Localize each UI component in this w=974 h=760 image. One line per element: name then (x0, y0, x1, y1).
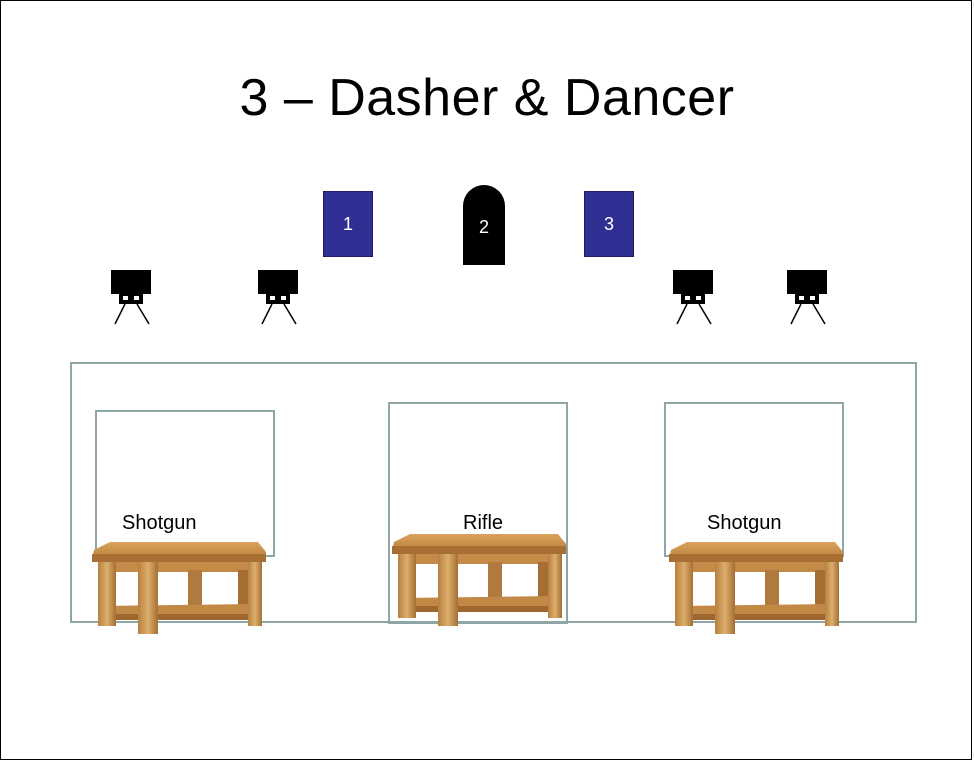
target-2-number: 2 (479, 217, 489, 238)
target-stand-icon (256, 270, 300, 326)
slide-title: 3 – Dasher & Dancer (0, 68, 974, 128)
target-stand-icon (785, 270, 829, 326)
table-icon (388, 534, 568, 626)
target-stand-icon (109, 270, 153, 326)
station-label-rifle: Rifle (463, 512, 503, 535)
target-1-number: 1 (343, 214, 353, 235)
target-1: 1 (323, 191, 373, 257)
target-3: 3 (584, 191, 634, 257)
target-stand-icon (671, 270, 715, 326)
table-icon (88, 542, 268, 634)
station-label-shotgun-left: Shotgun (122, 512, 197, 535)
table-icon (665, 542, 845, 634)
target-2-popper: 2 (463, 185, 505, 265)
station-label-shotgun-right: Shotgun (707, 512, 782, 535)
target-3-number: 3 (604, 214, 614, 235)
